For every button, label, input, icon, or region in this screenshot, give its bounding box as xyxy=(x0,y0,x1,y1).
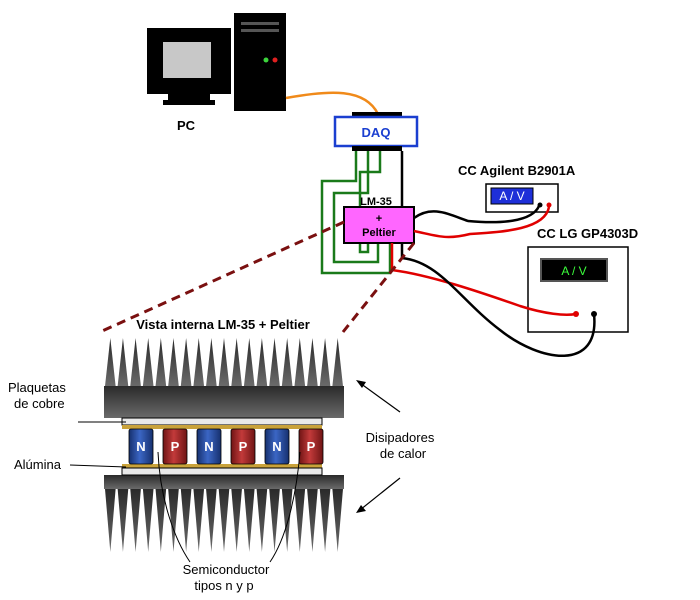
heatsink-bottom-base xyxy=(104,475,344,489)
heatsink-fin xyxy=(155,338,167,386)
leg-type-label: P xyxy=(307,439,316,454)
p-type-leg xyxy=(230,428,256,465)
source-wires xyxy=(390,205,596,357)
heatsink-fin xyxy=(193,338,205,386)
leg-type-label: P xyxy=(171,439,180,454)
heatsink-fin xyxy=(307,338,318,386)
heatsink-fin xyxy=(319,338,331,386)
lg-title: CC LG GP4303D xyxy=(537,226,638,241)
heatsink-fin xyxy=(206,338,217,386)
heatsink-fin xyxy=(206,489,217,552)
heatsink-fin xyxy=(117,338,129,386)
agilent-source: CC Agilent B2901A A / V xyxy=(458,163,576,213)
heatsink-fin xyxy=(332,489,343,552)
heatsink-fin xyxy=(319,489,331,552)
p-type-leg xyxy=(298,428,324,465)
lm35-label: LM-35 xyxy=(360,196,392,208)
daq-label: DAQ xyxy=(362,125,391,140)
heatsink-fin xyxy=(307,489,318,552)
heatsink-fin xyxy=(243,338,255,386)
heatsink-fin xyxy=(218,489,230,552)
heatsink-fin xyxy=(294,338,306,386)
zoom-lines xyxy=(99,220,416,334)
heatsink-fin xyxy=(281,338,293,386)
heatsink-fin xyxy=(281,489,293,552)
top-copper-plate xyxy=(121,417,323,426)
heatsink-fin xyxy=(243,489,255,552)
leg-type-label: N xyxy=(272,439,281,454)
heatsink-fin xyxy=(155,489,167,552)
inner-view-title: Vista interna LM-35 + Peltier xyxy=(136,317,310,332)
heatsink-fin xyxy=(256,489,268,552)
leg-type-label: N xyxy=(136,439,145,454)
n-type-leg xyxy=(196,428,222,465)
heatsink-bottom xyxy=(104,475,344,552)
heatsink-fin xyxy=(168,338,179,386)
copper-label-line1: Plaquetas xyxy=(8,380,66,395)
plus-label: + xyxy=(376,213,382,225)
heatsink-fin xyxy=(231,338,242,386)
heatsink-fin xyxy=(130,338,141,386)
bottom-copper-plate xyxy=(121,467,323,476)
heatsink-fin xyxy=(269,489,280,552)
usb-cable xyxy=(285,91,380,115)
heatsink-fin xyxy=(130,489,141,552)
n-type-leg xyxy=(128,428,154,465)
agilent-title: CC Agilent B2901A xyxy=(458,163,576,178)
lg-source: CC LG GP4303D A / V xyxy=(527,226,638,333)
heatsink-fin xyxy=(218,338,230,386)
daq-device: DAQ xyxy=(333,112,419,151)
pc-computer: PC xyxy=(147,13,286,133)
sinks-label-line1: Disipadores xyxy=(366,430,435,445)
sinks-label-line2: de calor xyxy=(380,446,427,461)
n-type-leg xyxy=(264,428,290,465)
heatsink-fin xyxy=(332,338,343,386)
lg-display: A / V xyxy=(561,264,586,278)
top-alumina-strip xyxy=(122,425,322,429)
heatsink-fin xyxy=(256,338,268,386)
monitor-icon xyxy=(147,28,231,105)
agilent-display: A / V xyxy=(499,189,524,203)
heatsink-top xyxy=(104,338,344,418)
heatsink-fin xyxy=(180,489,192,552)
heatsink-fin xyxy=(294,489,306,552)
heatsink-fin xyxy=(142,338,154,386)
tower-icon xyxy=(234,13,286,111)
p-type-leg xyxy=(162,428,188,465)
heatsink-arrows xyxy=(356,380,401,513)
heatsink-fin xyxy=(231,489,242,552)
heatsink-fin xyxy=(180,338,192,386)
heatsink-fin xyxy=(117,489,129,552)
semi-label-line2: tipos n y p xyxy=(194,578,253,593)
heatsink-fin xyxy=(168,489,179,552)
heatsink-fin xyxy=(105,489,116,552)
annotations xyxy=(69,421,301,563)
leg-type-label: N xyxy=(204,439,213,454)
copper-label-line2: de cobre xyxy=(14,396,65,411)
heatsink-fin xyxy=(142,489,154,552)
heatsink-fin xyxy=(269,338,280,386)
lm35-peltier-box: LM-35 + Peltier xyxy=(343,196,415,244)
bottom-alumina-strip xyxy=(122,464,322,468)
pc-label: PC xyxy=(177,118,196,133)
heatsink-fin xyxy=(105,338,116,386)
heatsink-top-base xyxy=(104,386,344,418)
heatsink-fin xyxy=(193,489,205,552)
peltier-label: Peltier xyxy=(362,227,396,239)
semi-label-line1: Semiconductor xyxy=(183,562,270,577)
alumina-label: Alúmina xyxy=(14,457,62,472)
leg-type-label: P xyxy=(239,439,248,454)
